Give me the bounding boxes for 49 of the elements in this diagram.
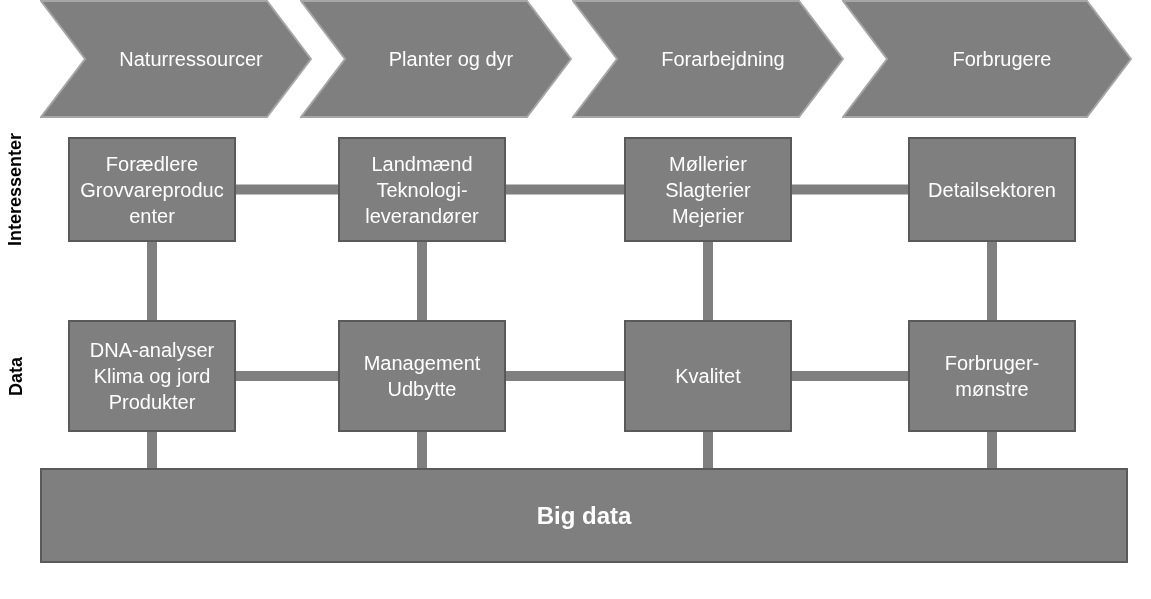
box-text: Klima og jord [92, 364, 212, 389]
stage-banner [300, 0, 572, 118]
connector-line [417, 432, 427, 468]
box-text: Møllerier [668, 151, 748, 177]
category-box [624, 137, 792, 242]
box-text: Kvalitet [674, 364, 742, 389]
box-text: Teknologi-leverandører [364, 177, 480, 229]
connector-line [147, 432, 157, 468]
category-box [624, 320, 792, 432]
category-box [68, 320, 236, 432]
stage-label: Forarbejdning [660, 47, 785, 72]
connector-line [703, 432, 713, 468]
stage-banner [40, 0, 312, 118]
connector-line [792, 371, 908, 381]
box-text: Slagterier [664, 177, 752, 203]
connector-line [417, 242, 427, 320]
box-text: Mejerier [670, 203, 746, 229]
category-box [908, 320, 1076, 432]
foundation-bar [40, 468, 1128, 563]
category-box [338, 137, 506, 242]
connector-line [236, 184, 338, 195]
box-text: Management [362, 351, 482, 376]
box-text: Udbytte [386, 377, 458, 402]
category-box [338, 320, 506, 432]
stage-banner [572, 0, 844, 118]
box-text: Grovvareproducenter [79, 177, 225, 229]
stage-label: Naturressourcer [118, 47, 263, 72]
category-box [908, 137, 1076, 242]
connector-line [506, 371, 624, 381]
connector-line [703, 242, 713, 320]
box-text: Forbruger-mønstre [943, 351, 1041, 402]
row-label: Interessenter [4, 132, 27, 247]
box-text: Produkter [107, 390, 197, 415]
box-text: Detailsektoren [927, 177, 1057, 203]
stage-banner [842, 0, 1132, 118]
connector-line [987, 432, 997, 468]
connector-line [792, 184, 908, 195]
box-text: DNA-analyser [88, 338, 216, 363]
connector-line [506, 184, 624, 195]
bar-title: Big data [535, 502, 633, 529]
box-text: Forædlere [104, 151, 200, 177]
connector-line [987, 242, 997, 320]
row-label: Data [4, 356, 27, 396]
connector-line [147, 242, 157, 320]
box-text: Landmænd [370, 151, 474, 177]
category-box [68, 137, 236, 242]
stage-label: Forbrugere [951, 47, 1052, 72]
connector-line [236, 371, 338, 381]
stage-label: Planter og dyr [387, 47, 514, 72]
